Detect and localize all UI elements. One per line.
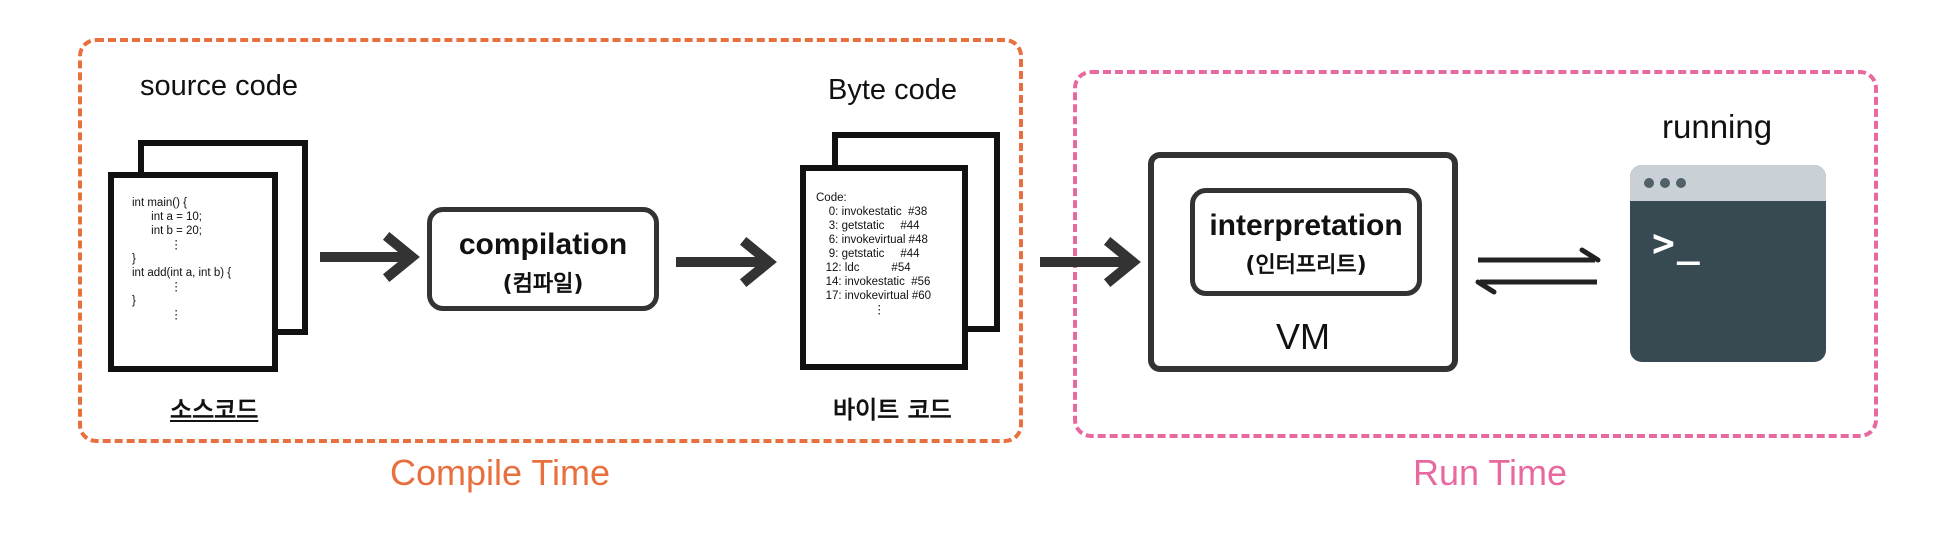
- byte-code-caption: 바이트 코드: [833, 396, 952, 424]
- code-line: int b = 20;: [132, 225, 202, 237]
- code-line: 9: getstatic #44: [816, 248, 920, 260]
- code-line: int a = 10;: [132, 211, 202, 223]
- terminal-icon: >_: [1630, 165, 1826, 362]
- code-line: 3: getstatic #44: [816, 220, 920, 232]
- code-line: }: [132, 253, 136, 265]
- code-line: ⋮: [816, 304, 886, 316]
- code-line: ⋮: [132, 281, 182, 293]
- code-line: 0: invokestatic #38: [816, 206, 928, 218]
- vm-box: interpretation (인터프리트) VM: [1148, 152, 1458, 372]
- compilation-title: compilation: [458, 228, 628, 261]
- prompt-glyph: >_: [1652, 221, 1702, 265]
- source-code-document: int main() { int a = 10; int b = 20; ⋮} i…: [108, 172, 278, 372]
- code-line: ⋮: [132, 309, 182, 321]
- source-code-heading: source code: [140, 70, 298, 102]
- source-code-caption: 소스코드: [170, 396, 259, 424]
- byte-code-text: Code: 0: invokestatic #38 3: getstatic #…: [816, 191, 931, 317]
- window-dot-icon: [1644, 178, 1654, 188]
- code-line: 12: ldc #54: [816, 262, 911, 274]
- code-line: 14: invokestatic #56: [816, 276, 931, 288]
- code-line: }: [132, 295, 136, 307]
- code-line: ⋮: [132, 239, 182, 251]
- compile-time-label: Compile Time: [389, 452, 611, 493]
- arrow-source-to-compilation: [320, 231, 420, 283]
- byte-code-document: Code: 0: invokestatic #38 3: getstatic #…: [800, 165, 968, 370]
- run-time-label: Run Time: [1412, 452, 1568, 493]
- compile-time-region: [78, 38, 1023, 443]
- running-heading: running: [1662, 108, 1773, 145]
- arrow-bytecode-to-vm: [1040, 236, 1141, 288]
- interpretation-subtitle: (인터프리트): [1245, 253, 1367, 278]
- run-time-region: [1073, 70, 1878, 438]
- source-code-text: int main() { int a = 10; int b = 20; ⋮} i…: [132, 196, 231, 322]
- code-line: 6: invokevirtual #48: [816, 234, 928, 246]
- code-line: int main() {: [132, 197, 187, 209]
- vm-label: VM: [1276, 316, 1330, 357]
- interpretation-title: interpretation: [1209, 209, 1403, 242]
- exchange-arrows-icon: [1475, 247, 1601, 295]
- interpretation-box: interpretation (인터프리트): [1190, 188, 1422, 296]
- byte-code-heading: Byte code: [828, 74, 957, 106]
- terminal-title-bar: [1630, 165, 1826, 201]
- code-line: int add(int a, int b) {: [132, 267, 232, 279]
- window-dot-icon: [1676, 178, 1686, 188]
- compilation-subtitle: (컴파일): [502, 272, 584, 297]
- compilation-box: compilation (컴파일): [427, 207, 659, 311]
- window-dot-icon: [1660, 178, 1670, 188]
- code-line: Code:: [816, 192, 847, 204]
- code-line: 17: invokevirtual #60: [816, 290, 932, 302]
- arrow-compilation-to-bytecode: [676, 236, 777, 288]
